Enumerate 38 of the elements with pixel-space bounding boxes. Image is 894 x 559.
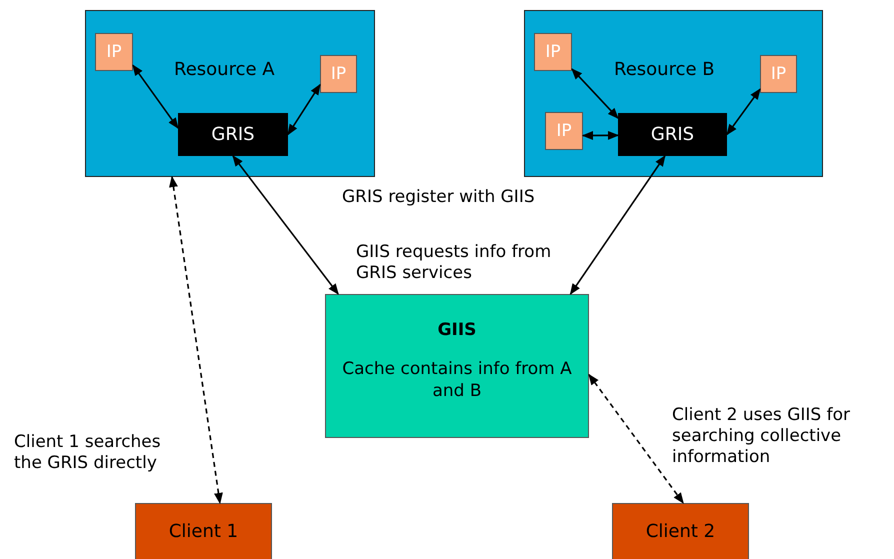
connector-arrow [287, 84, 321, 136]
connector-arrow [169, 176, 223, 504]
ip-box [534, 33, 572, 71]
gris-box [178, 113, 288, 156]
box-label: IP [545, 42, 561, 62]
box-label: IP [556, 121, 572, 141]
box-label: Client 2 [646, 521, 716, 542]
annotation-text: Client 2 uses GIIS for searching collective information [672, 405, 851, 468]
box-text: Cache contains info from A and B [341, 358, 573, 402]
client-box [612, 503, 749, 559]
connector-arrow [132, 64, 179, 129]
box-label: GRIS [211, 124, 255, 145]
client-box [135, 503, 272, 559]
box-label: IP [770, 64, 786, 84]
ip-box [760, 55, 797, 93]
ip-box [95, 33, 133, 71]
connector-arrow [582, 130, 620, 140]
box-label: IP [106, 42, 122, 62]
panel-title: Resource A [174, 59, 275, 80]
giis-box [325, 294, 589, 438]
connector-arrow [588, 374, 684, 504]
ip-box [320, 55, 357, 93]
box-title: GIIS [436, 319, 478, 341]
annotation-text: Client 1 searches the GRIS directly [14, 432, 162, 474]
resource-panel [524, 10, 823, 177]
box-label: GRIS [650, 124, 694, 145]
connector-arrow [726, 88, 761, 136]
box-label: IP [330, 64, 346, 84]
connector-arrow [570, 155, 666, 295]
panel-title: Resource B [614, 59, 715, 80]
connector-arrow [571, 68, 619, 119]
resource-panel [85, 10, 375, 177]
annotation-text: GIIS requests info from GRIS services [356, 242, 552, 284]
ip-box [545, 112, 583, 150]
gris-box [618, 113, 727, 156]
box-label: Client 1 [168, 521, 238, 542]
annotation-text: GRIS register with GIIS [342, 187, 536, 208]
connector-arrow [232, 155, 339, 295]
